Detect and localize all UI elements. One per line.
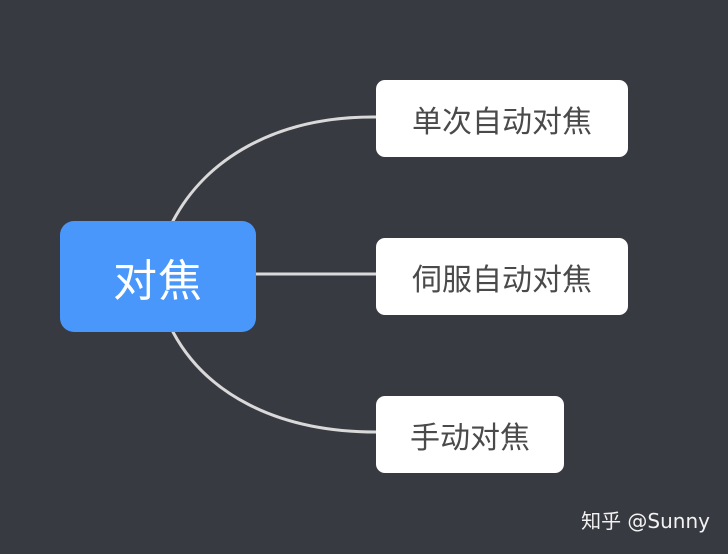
root-node-label: 对焦 [113, 255, 203, 307]
child-node-manual-focus[interactable]: 手动对焦 [376, 396, 564, 473]
root-node[interactable]: 对焦 [60, 221, 256, 332]
watermark: 知乎 @Sunny [581, 509, 710, 533]
child-node-label: 手动对焦 [410, 420, 530, 456]
child-node-single-af[interactable]: 单次自动对焦 [376, 80, 628, 157]
child-node-servo-af[interactable]: 伺服自动对焦 [376, 238, 628, 315]
child-node-label: 伺服自动对焦 [412, 262, 592, 298]
connector-to-child-3 [171, 330, 378, 434]
child-node-label: 单次自动对焦 [412, 104, 592, 140]
connector-to-child-1 [171, 115, 378, 223]
